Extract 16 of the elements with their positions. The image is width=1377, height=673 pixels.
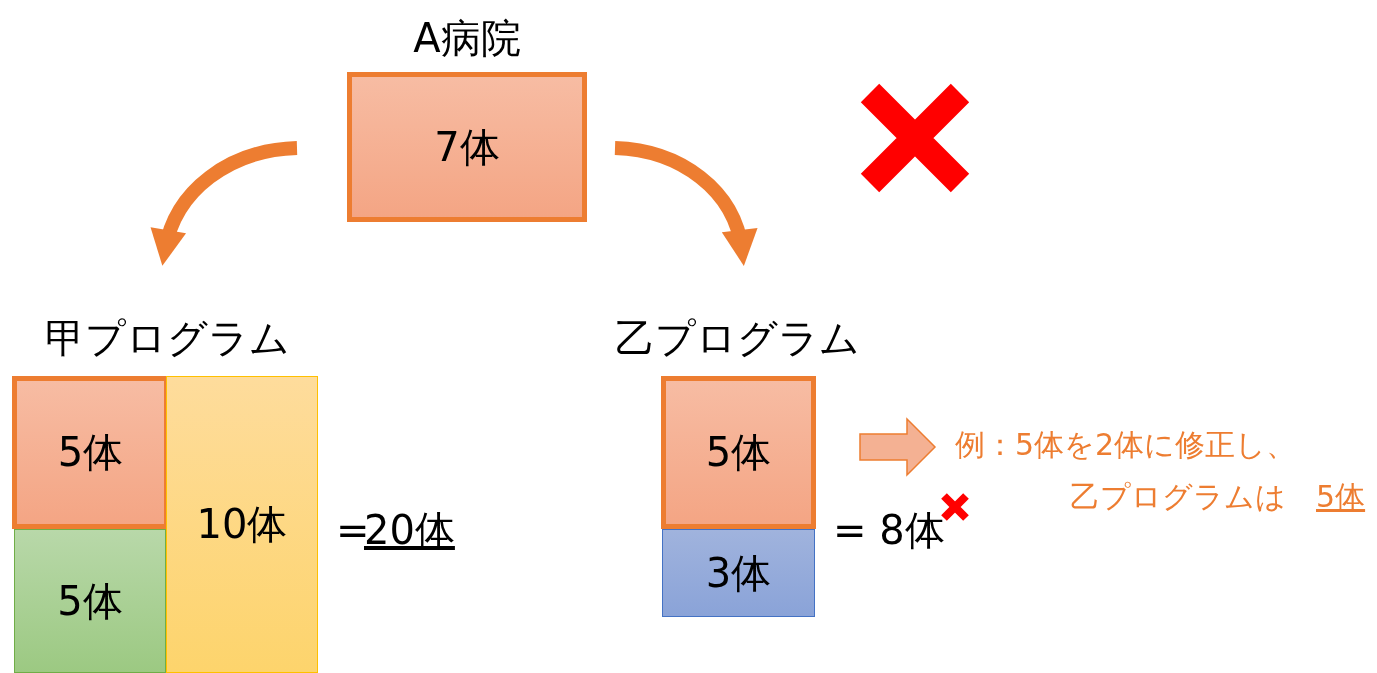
total-text: = 8体 bbox=[833, 510, 945, 550]
count-box: 7体 bbox=[347, 72, 587, 222]
count-box: 3体 bbox=[662, 529, 815, 617]
note-text: 乙プログラムは bbox=[1070, 478, 1286, 516]
count-box: 5体 bbox=[14, 529, 166, 673]
program-heading: 甲プログラム bbox=[35, 314, 300, 362]
note-text: 例：5体を2体に修正し、 bbox=[955, 426, 1297, 464]
hospital-heading: A病院 bbox=[412, 14, 522, 62]
program-heading: 乙プログラム bbox=[605, 314, 870, 362]
count-box: 5体 bbox=[12, 376, 169, 529]
curved-arrow bbox=[614, 141, 756, 266]
block-arrow bbox=[859, 417, 937, 477]
count-box: 5体 bbox=[661, 376, 816, 529]
curved-arrow bbox=[152, 141, 298, 266]
underlined-count: 5体 bbox=[1316, 478, 1366, 516]
count-box: 10体 bbox=[166, 376, 318, 673]
